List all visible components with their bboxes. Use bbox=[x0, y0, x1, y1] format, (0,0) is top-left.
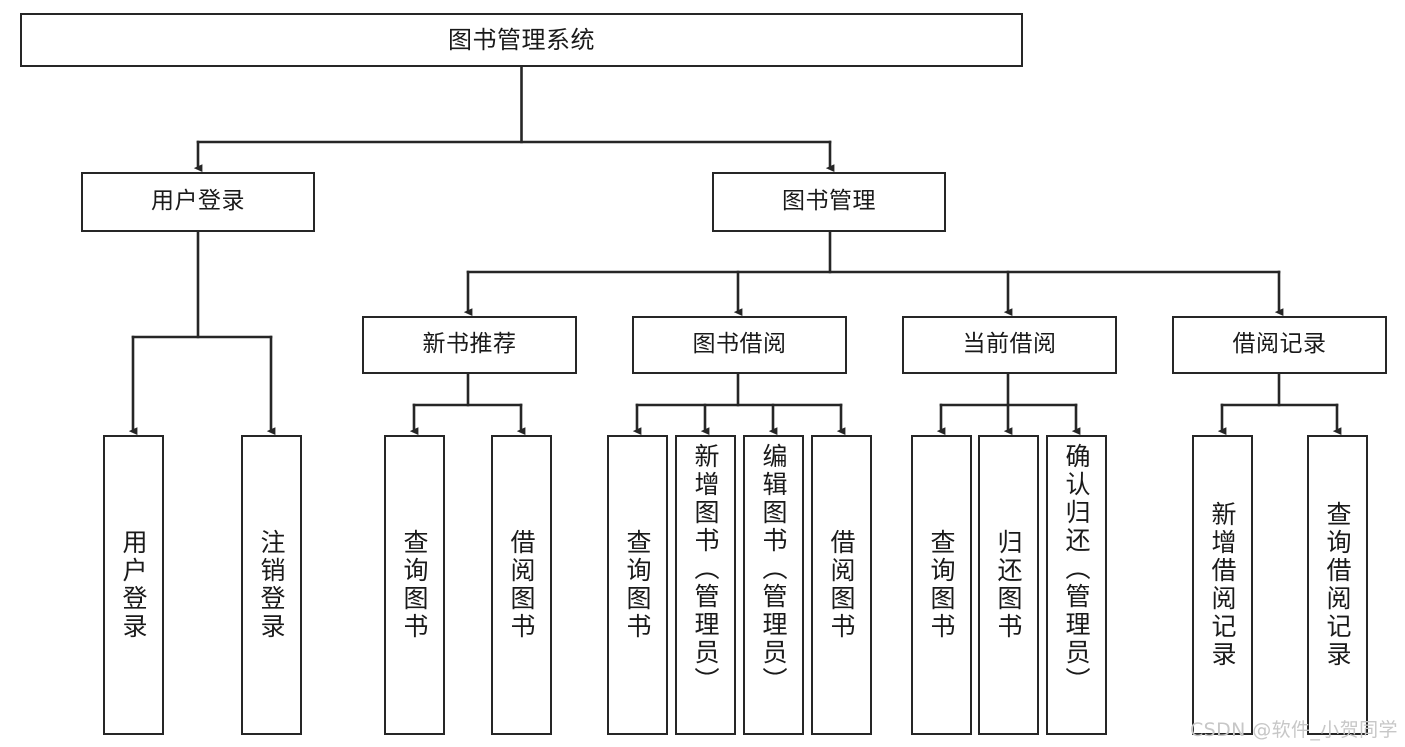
node-leaf-add-record[interactable]: 新增借阅记录 bbox=[1192, 435, 1253, 735]
node-book-borrow[interactable]: 图书借阅 bbox=[632, 316, 847, 374]
node-leaf-borrow-book-2-label: 借阅图书 bbox=[827, 529, 856, 641]
node-leaf-query-book-2[interactable]: 查询图书 bbox=[607, 435, 668, 735]
node-leaf-borrow-book-1-label: 借阅图书 bbox=[507, 529, 536, 641]
node-leaf-user-login[interactable]: 用户登录 bbox=[103, 435, 164, 735]
node-leaf-edit-book-label: 编辑图书（管理员） bbox=[759, 443, 788, 695]
node-leaf-borrow-book-1[interactable]: 借阅图书 bbox=[491, 435, 552, 735]
node-leaf-query-record[interactable]: 查询借阅记录 bbox=[1307, 435, 1368, 735]
node-leaf-logout-login[interactable]: 注销登录 bbox=[241, 435, 302, 735]
node-book-borrow-label: 图书借阅 bbox=[692, 331, 787, 358]
node-leaf-query-record-label: 查询借阅记录 bbox=[1323, 501, 1352, 669]
node-leaf-add-book[interactable]: 新增图书（管理员） bbox=[675, 435, 736, 735]
node-leaf-confirm-return-label: 确认归还（管理员） bbox=[1062, 443, 1091, 695]
watermark-label: CSDN @软件_小贺同学 bbox=[1190, 719, 1398, 741]
node-leaf-query-book-1[interactable]: 查询图书 bbox=[384, 435, 445, 735]
node-borrow-record-label: 借阅记录 bbox=[1232, 331, 1327, 358]
node-book-management[interactable]: 图书管理 bbox=[712, 172, 946, 232]
node-leaf-return-book[interactable]: 归还图书 bbox=[978, 435, 1039, 735]
node-leaf-add-record-label: 新增借阅记录 bbox=[1208, 501, 1237, 669]
node-leaf-logout-login-label: 注销登录 bbox=[257, 529, 286, 641]
node-leaf-edit-book[interactable]: 编辑图书（管理员） bbox=[743, 435, 804, 735]
node-leaf-query-book-3-label: 查询图书 bbox=[927, 529, 956, 641]
node-leaf-query-book-1-label: 查询图书 bbox=[400, 529, 429, 641]
node-leaf-user-login-label: 用户登录 bbox=[119, 529, 148, 641]
node-leaf-confirm-return[interactable]: 确认归还（管理员） bbox=[1046, 435, 1107, 735]
node-borrow-record[interactable]: 借阅记录 bbox=[1172, 316, 1387, 374]
node-leaf-query-book-2-label: 查询图书 bbox=[623, 529, 652, 641]
node-root-label: 图书管理系统 bbox=[448, 25, 595, 54]
node-user-login[interactable]: 用户登录 bbox=[81, 172, 315, 232]
node-new-book-recommend-label: 新书推荐 bbox=[422, 331, 517, 358]
node-book-management-label: 图书管理 bbox=[782, 188, 876, 215]
node-leaf-add-book-label: 新增图书（管理员） bbox=[691, 443, 720, 695]
node-user-login-label: 用户登录 bbox=[151, 188, 245, 215]
node-current-borrow-label: 当前借阅 bbox=[962, 331, 1057, 358]
node-current-borrow[interactable]: 当前借阅 bbox=[902, 316, 1117, 374]
node-leaf-borrow-book-2[interactable]: 借阅图书 bbox=[811, 435, 872, 735]
node-leaf-return-book-label: 归还图书 bbox=[994, 529, 1023, 641]
node-root[interactable]: 图书管理系统 bbox=[20, 13, 1023, 67]
node-new-book-recommend[interactable]: 新书推荐 bbox=[362, 316, 577, 374]
node-leaf-query-book-3[interactable]: 查询图书 bbox=[911, 435, 972, 735]
